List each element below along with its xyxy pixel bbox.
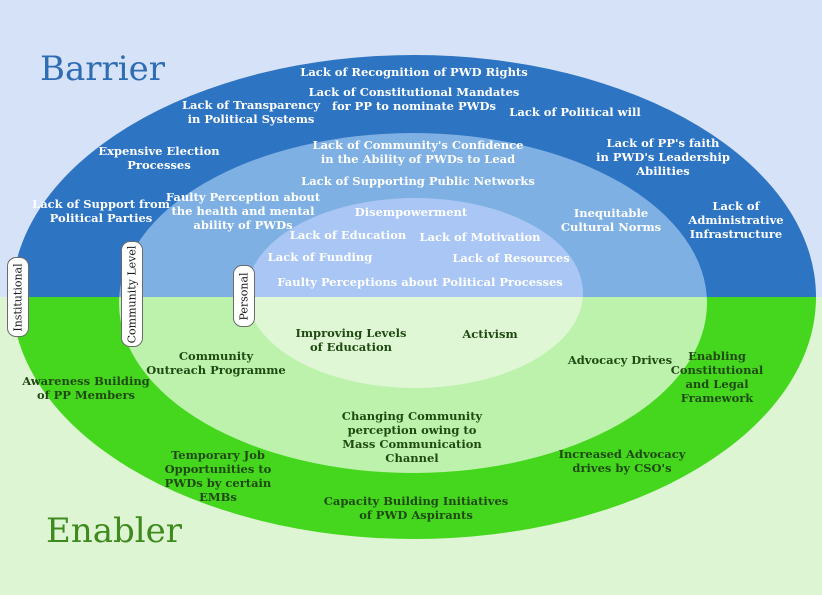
community-level-label: Community Level xyxy=(125,245,139,343)
barrier-label: Lack of Political will xyxy=(509,105,641,119)
barrier-label: Lack of Motivation xyxy=(419,230,541,244)
enabler-label: Advocacy Drives xyxy=(567,353,673,367)
barrier-label: Lack of Resources xyxy=(452,251,570,265)
barrier-label: Lack of Community's Confidence in the Ab… xyxy=(312,138,524,166)
barrier-label: Inequitable Cultural Norms xyxy=(560,206,662,234)
barrier-label: Faulty Perceptions about Political Proce… xyxy=(277,275,563,289)
enabler-heading: Enabler xyxy=(46,511,182,551)
enabler-label: Activism xyxy=(462,327,518,341)
barrier-label: Expensive Election Processes xyxy=(98,144,220,172)
enabler-label: Capacity Building Initiatives of PWD Asp… xyxy=(323,494,509,522)
barrier-label: Lack of Support from Political Parties xyxy=(32,197,170,225)
barrier-label: Disempowerment xyxy=(354,205,468,219)
barrier-label: Lack of Recognition of PWD Rights xyxy=(300,65,528,79)
barrier-label: Lack of Supporting Public Networks xyxy=(301,174,535,188)
enabler-label: Enabling Constitutional and Legal Framew… xyxy=(670,349,764,405)
personal-enabler-zone xyxy=(247,297,583,388)
barrier-label: Lack of Transparency in Political System… xyxy=(181,98,321,126)
enabler-label: Changing Community perception owing to M… xyxy=(341,409,483,465)
barrier-label: Faulty Perception about the health and m… xyxy=(165,190,321,232)
barrier-label: Lack of Funding xyxy=(267,250,373,264)
community-level-tag: Community Level xyxy=(121,241,143,347)
barrier-label: Lack of Education xyxy=(289,228,407,242)
enabler-label: Community Outreach Programme xyxy=(146,349,286,377)
enabler-label: Awareness Building of PP Members xyxy=(22,374,150,402)
enabler-label: Improving Levels of Education xyxy=(295,326,407,354)
barrier-heading: Barrier xyxy=(40,49,166,89)
enabler-label: Increased Advocacy drives by CSO's xyxy=(558,447,686,475)
barrier-label: Lack of Administrative Infrastructure xyxy=(688,199,784,241)
personal-barrier-zone xyxy=(247,198,583,297)
enabler-label: Temporary Job Opportunities to PWDs by c… xyxy=(164,448,272,504)
personal-level-label: Personal xyxy=(237,271,251,321)
barrier-label: Lack of Constitutional Mandates for PP t… xyxy=(308,85,520,113)
institutional-level-label: Institutional xyxy=(11,262,25,332)
institutional-level-tag: Institutional xyxy=(7,257,29,337)
personal-level-tag: Personal xyxy=(233,265,255,327)
barrier-label: Lack of PP's faith in PWD's Leadership A… xyxy=(596,136,730,178)
